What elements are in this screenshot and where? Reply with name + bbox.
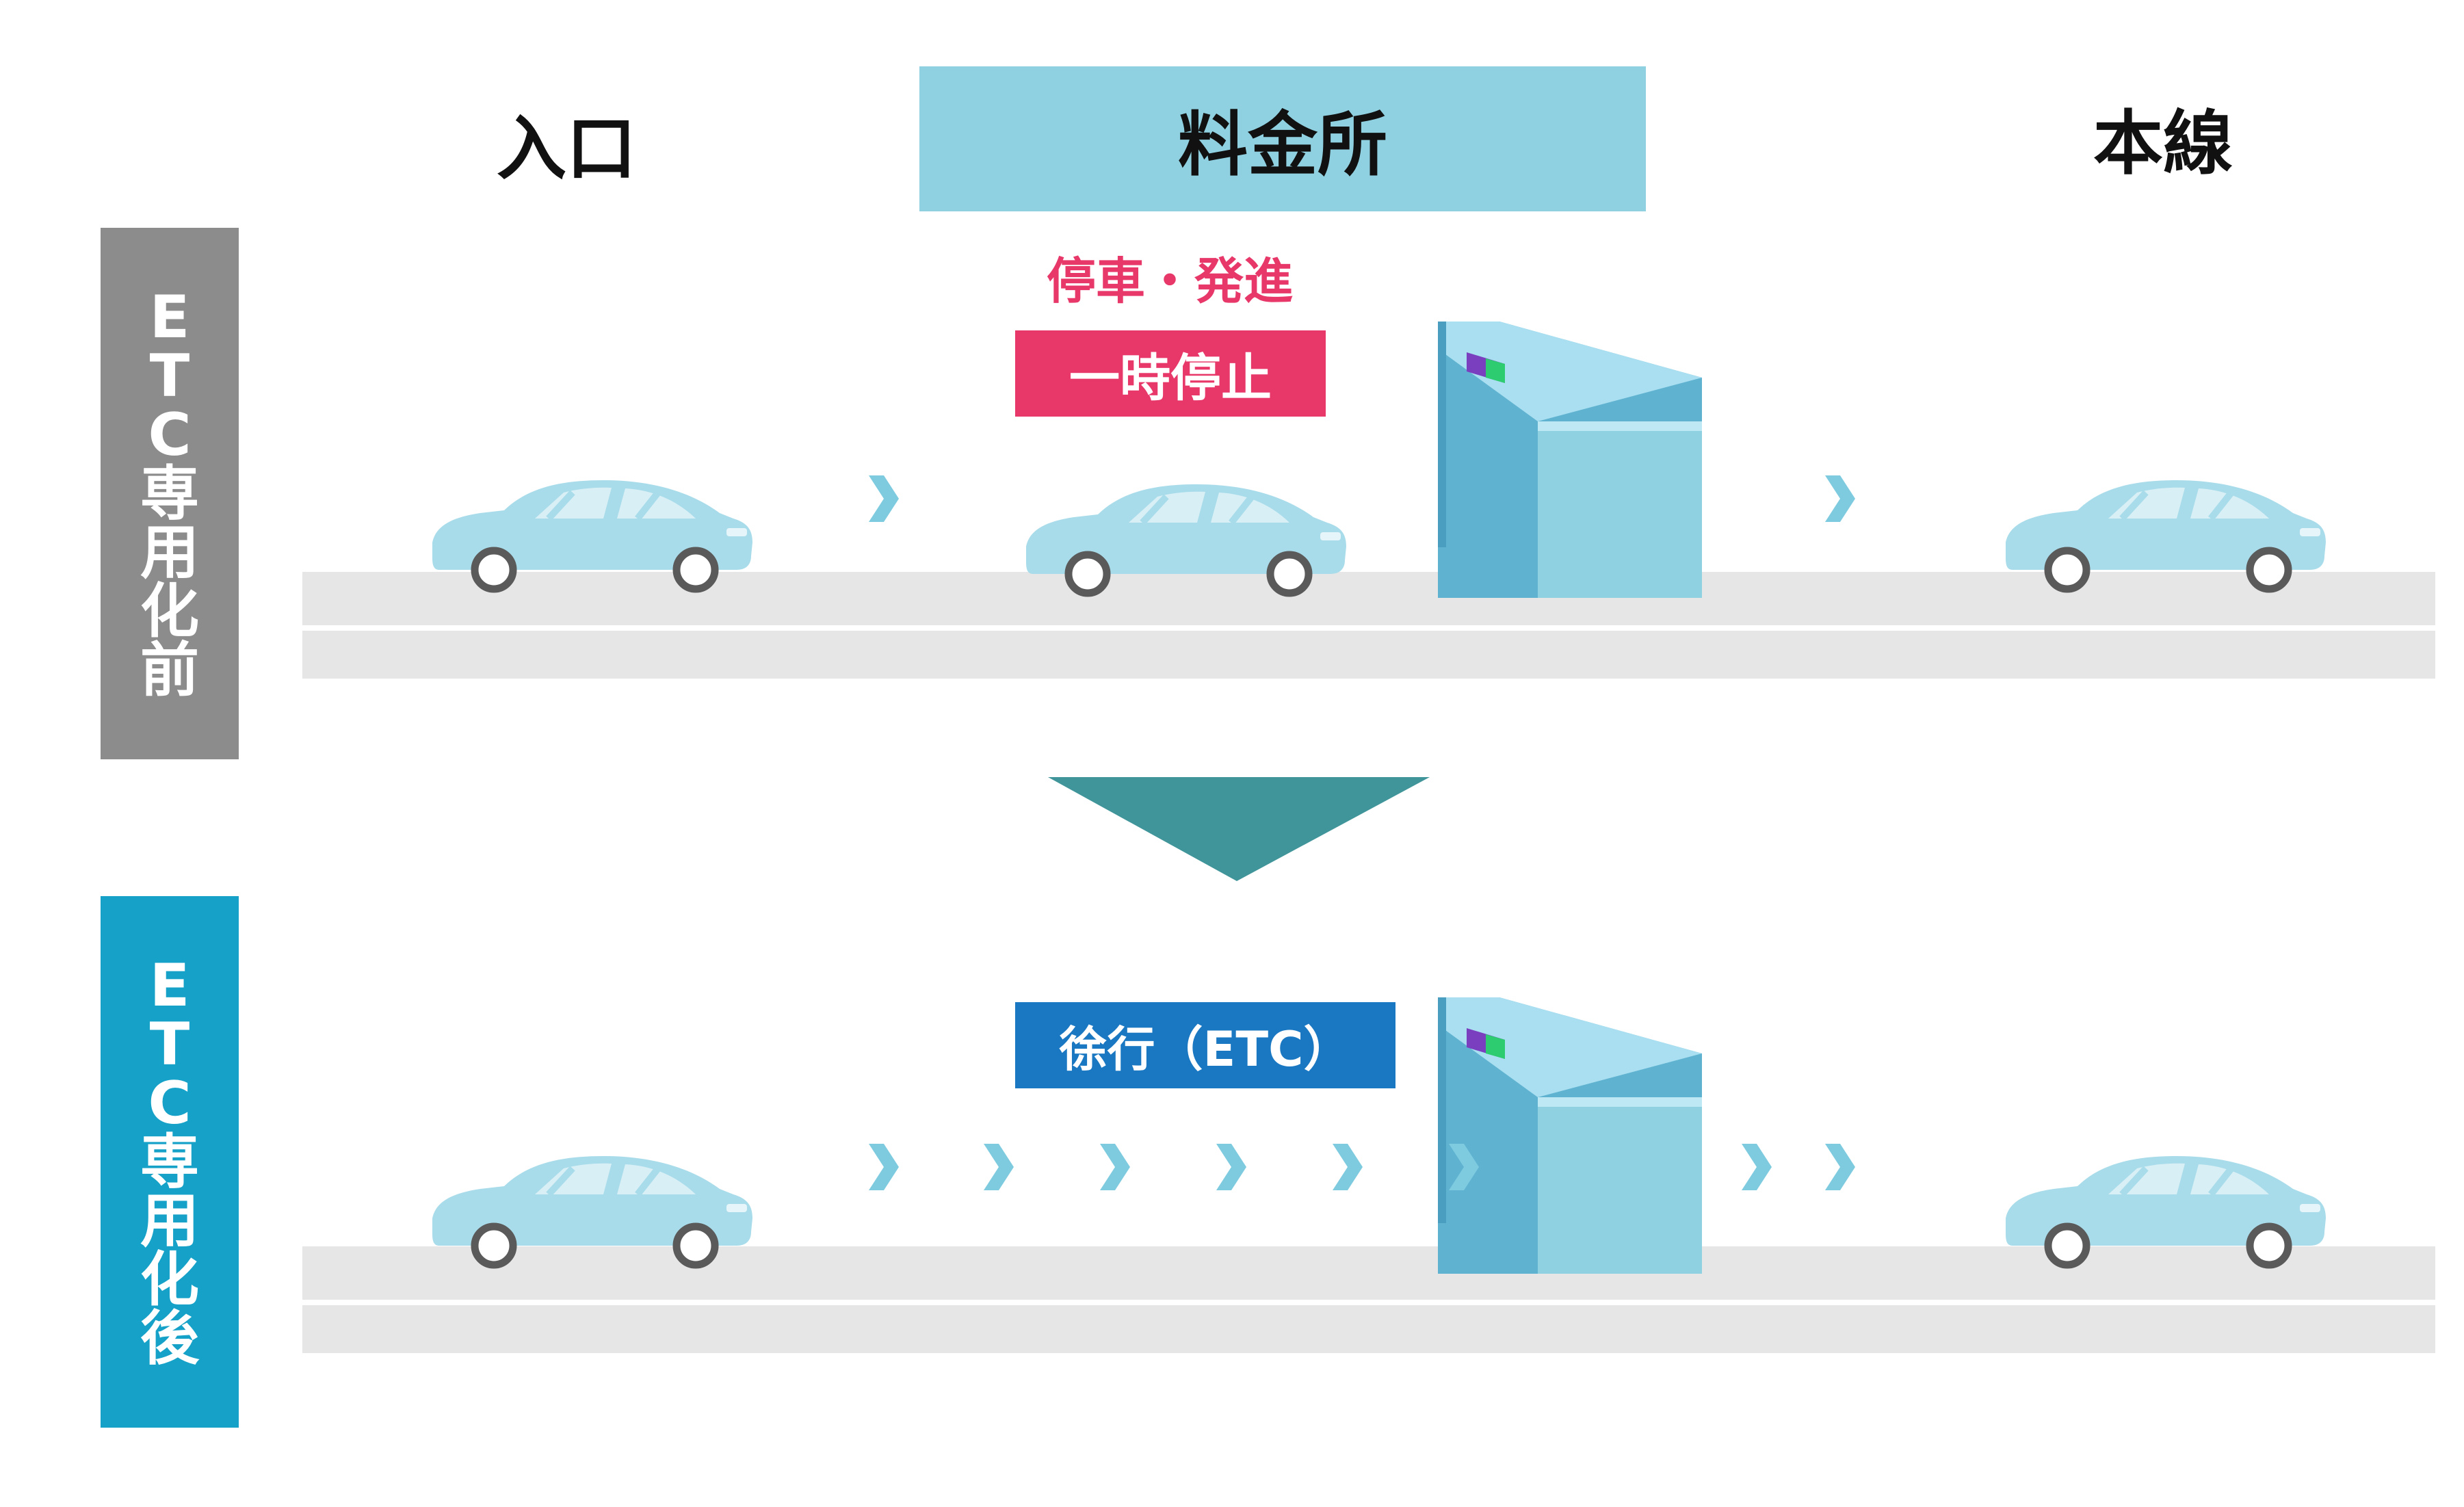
entry-header: 入口 <box>497 109 636 190</box>
chevron-right-icon <box>1825 1144 1855 1190</box>
toll-gate-icon <box>1438 997 1702 1274</box>
temporary-stop-badge: 一時停止 <box>1015 330 1326 417</box>
label-char: 化 <box>140 577 199 646</box>
mainline-header: 本線 <box>2093 103 2233 185</box>
after-etc-label: E T C 専 用 化 後 <box>101 896 239 1428</box>
label-char: E <box>149 951 190 1020</box>
slow-etc-badge: 徐行（ETC） <box>1015 1002 1395 1088</box>
label-char: 後 <box>140 1304 199 1373</box>
chevron-right-icon <box>1100 1144 1130 1190</box>
label-char: C <box>148 400 192 469</box>
stop-start-caption: 停車・発進 <box>1046 252 1293 310</box>
before-etc-label: E T C 専 用 化 前 <box>101 228 239 759</box>
toll-booth-header: 料金所 <box>919 66 1646 211</box>
label-char: 用 <box>140 518 199 587</box>
chevron-right-icon <box>1333 1144 1363 1190</box>
chevron-right-icon <box>1825 475 1855 522</box>
road-lane <box>302 1246 2435 1300</box>
road-lane <box>302 631 2435 679</box>
chevron-right-icon <box>1216 1144 1246 1190</box>
down-triangle-icon <box>1048 777 1430 881</box>
chevron-right-icon <box>869 1144 899 1190</box>
label-char: 専 <box>140 1127 199 1196</box>
label-char: T <box>149 341 190 410</box>
label-char: 前 <box>140 635 199 705</box>
label-char: E <box>149 283 190 352</box>
road-lane <box>302 572 2435 625</box>
label-char: 用 <box>140 1186 199 1255</box>
label-char: C <box>148 1069 192 1138</box>
chevron-right-icon <box>1742 1144 1772 1190</box>
label-char: T <box>149 1010 190 1079</box>
label-char: 化 <box>140 1245 199 1314</box>
chevron-right-icon <box>984 1144 1014 1190</box>
toll-gate-icon <box>1438 322 1702 598</box>
chevron-right-icon <box>869 475 899 522</box>
road-lane <box>302 1305 2435 1353</box>
label-char: 専 <box>140 459 199 528</box>
toll-booth-header-text: 料金所 <box>1178 104 1387 186</box>
